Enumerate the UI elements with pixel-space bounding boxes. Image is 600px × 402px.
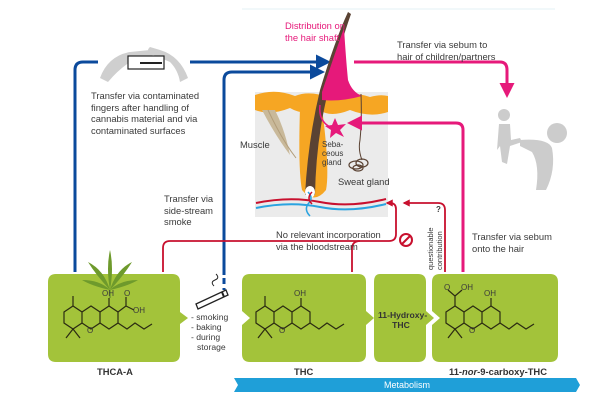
adult-child-icon <box>497 109 567 190</box>
compound-thca-a: THCA-A <box>97 366 133 377</box>
molecule-thca-a <box>63 296 153 339</box>
pink-arrow-sebum-hair <box>347 115 465 272</box>
molecule-thc <box>255 296 345 339</box>
atom-o: O <box>469 326 476 335</box>
compound-carboxy-thc: 11-nor-9-carboxy-THC <box>449 366 547 377</box>
atom-oh: OH <box>461 283 473 292</box>
atom-oh: OH <box>484 289 496 298</box>
label-sweat-gland: Sweat gland <box>338 176 390 187</box>
blue-arrow-fingers <box>73 62 328 272</box>
red-line-thc <box>351 240 361 272</box>
sweat-gland-icon <box>348 158 369 172</box>
cannabis-leaf-icon <box>82 250 138 298</box>
label-muscle: Muscle <box>240 139 270 150</box>
skin-cross-section <box>255 12 388 217</box>
metabolism-label-container: Metabolism <box>234 378 580 392</box>
joint-icon <box>195 273 229 310</box>
box-hydroxy-thc <box>374 274 434 362</box>
hands-icon <box>100 47 188 82</box>
hair-shaft <box>305 12 351 195</box>
atom-oh: OH <box>133 306 145 315</box>
compound-thc: THC <box>294 366 314 377</box>
box-carboxy-thc <box>432 274 558 362</box>
atom-oh: OH <box>294 289 306 298</box>
red-line-bloodstream <box>162 199 397 272</box>
atom-o: O <box>124 289 131 298</box>
atom-o: O <box>444 283 451 292</box>
metabolism-bar <box>234 378 580 392</box>
atom-o: O <box>279 326 286 335</box>
pink-arrow-children <box>354 60 515 98</box>
blood-vessel-blue <box>255 203 387 211</box>
red-line-questionable <box>402 199 446 272</box>
prohibited-icon <box>399 233 413 247</box>
blood-vessel-red <box>255 198 387 206</box>
atom-o: O <box>87 326 94 335</box>
sebaceous-gland-icon <box>325 118 346 138</box>
compound-hydroxy-thc: 11-Hydroxy-THC <box>378 310 428 330</box>
atom-oh: OH <box>102 289 114 298</box>
question-mark: ? <box>436 205 441 214</box>
box-thc <box>242 274 374 362</box>
metabolism-label: Metabolism <box>383 380 430 390</box>
molecule-carboxy-thc <box>445 289 535 339</box>
sebum-distribution <box>322 28 362 101</box>
blue-arrow-smoke <box>222 64 325 275</box>
